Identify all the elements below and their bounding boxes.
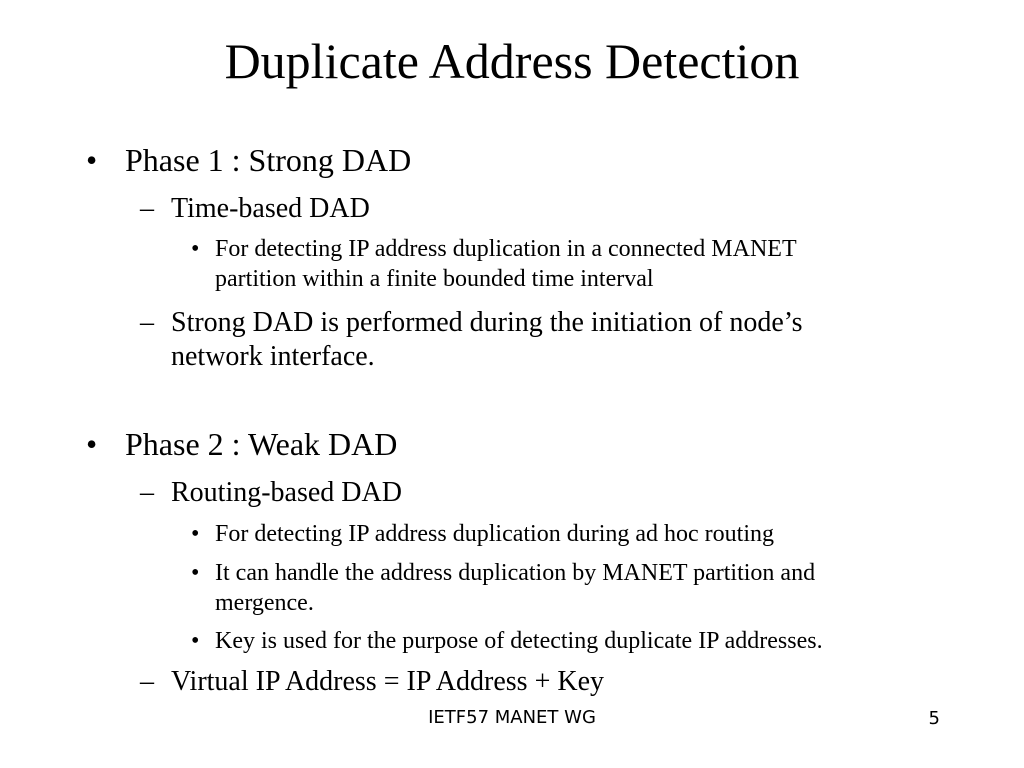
level2-dash: – (140, 477, 154, 508)
phase1-heading: Phase 1 : Strong DAD (125, 142, 412, 178)
level1-bullet: • (86, 426, 98, 462)
level3-bullet: • (191, 236, 200, 262)
level3-bullet: • (191, 521, 200, 547)
phase2-detail2-line2: mergence. (215, 590, 314, 616)
phase2-sub-routing-based: Routing-based DAD (171, 477, 402, 508)
phase2-detail2-line1: It can handle the address duplication by… (215, 560, 816, 586)
level2-dash: – (140, 307, 154, 338)
level3-bullet: • (191, 560, 200, 586)
slide-title: Duplicate Address Detection (224, 33, 800, 89)
phase1-detail-line2: partition within a finite bounded time i… (215, 266, 654, 292)
phase1-sub-time-based: Time-based DAD (171, 193, 370, 224)
page-number: 5 (928, 708, 940, 729)
level3-bullet: • (191, 628, 200, 654)
phase2-detail3: Key is used for the purpose of detecting… (215, 628, 823, 654)
phase1-sub-strong-line1: Strong DAD is performed during the initi… (171, 307, 803, 338)
phase2-sub-virtual-ip: Virtual IP Address = IP Address + Key (171, 666, 605, 697)
phase2-heading: Phase 2 : Weak DAD (125, 426, 398, 462)
phase1-sub-strong-line2: network interface. (171, 341, 375, 372)
phase2-detail1: For detecting IP address duplication dur… (215, 521, 774, 547)
phase1-detail-line1: For detecting IP address duplication in … (215, 236, 797, 262)
level2-dash: – (140, 666, 154, 697)
footer-text: IETF57 MANET WG (428, 707, 596, 728)
level2-dash: – (140, 193, 154, 224)
level1-bullet: • (86, 142, 98, 178)
